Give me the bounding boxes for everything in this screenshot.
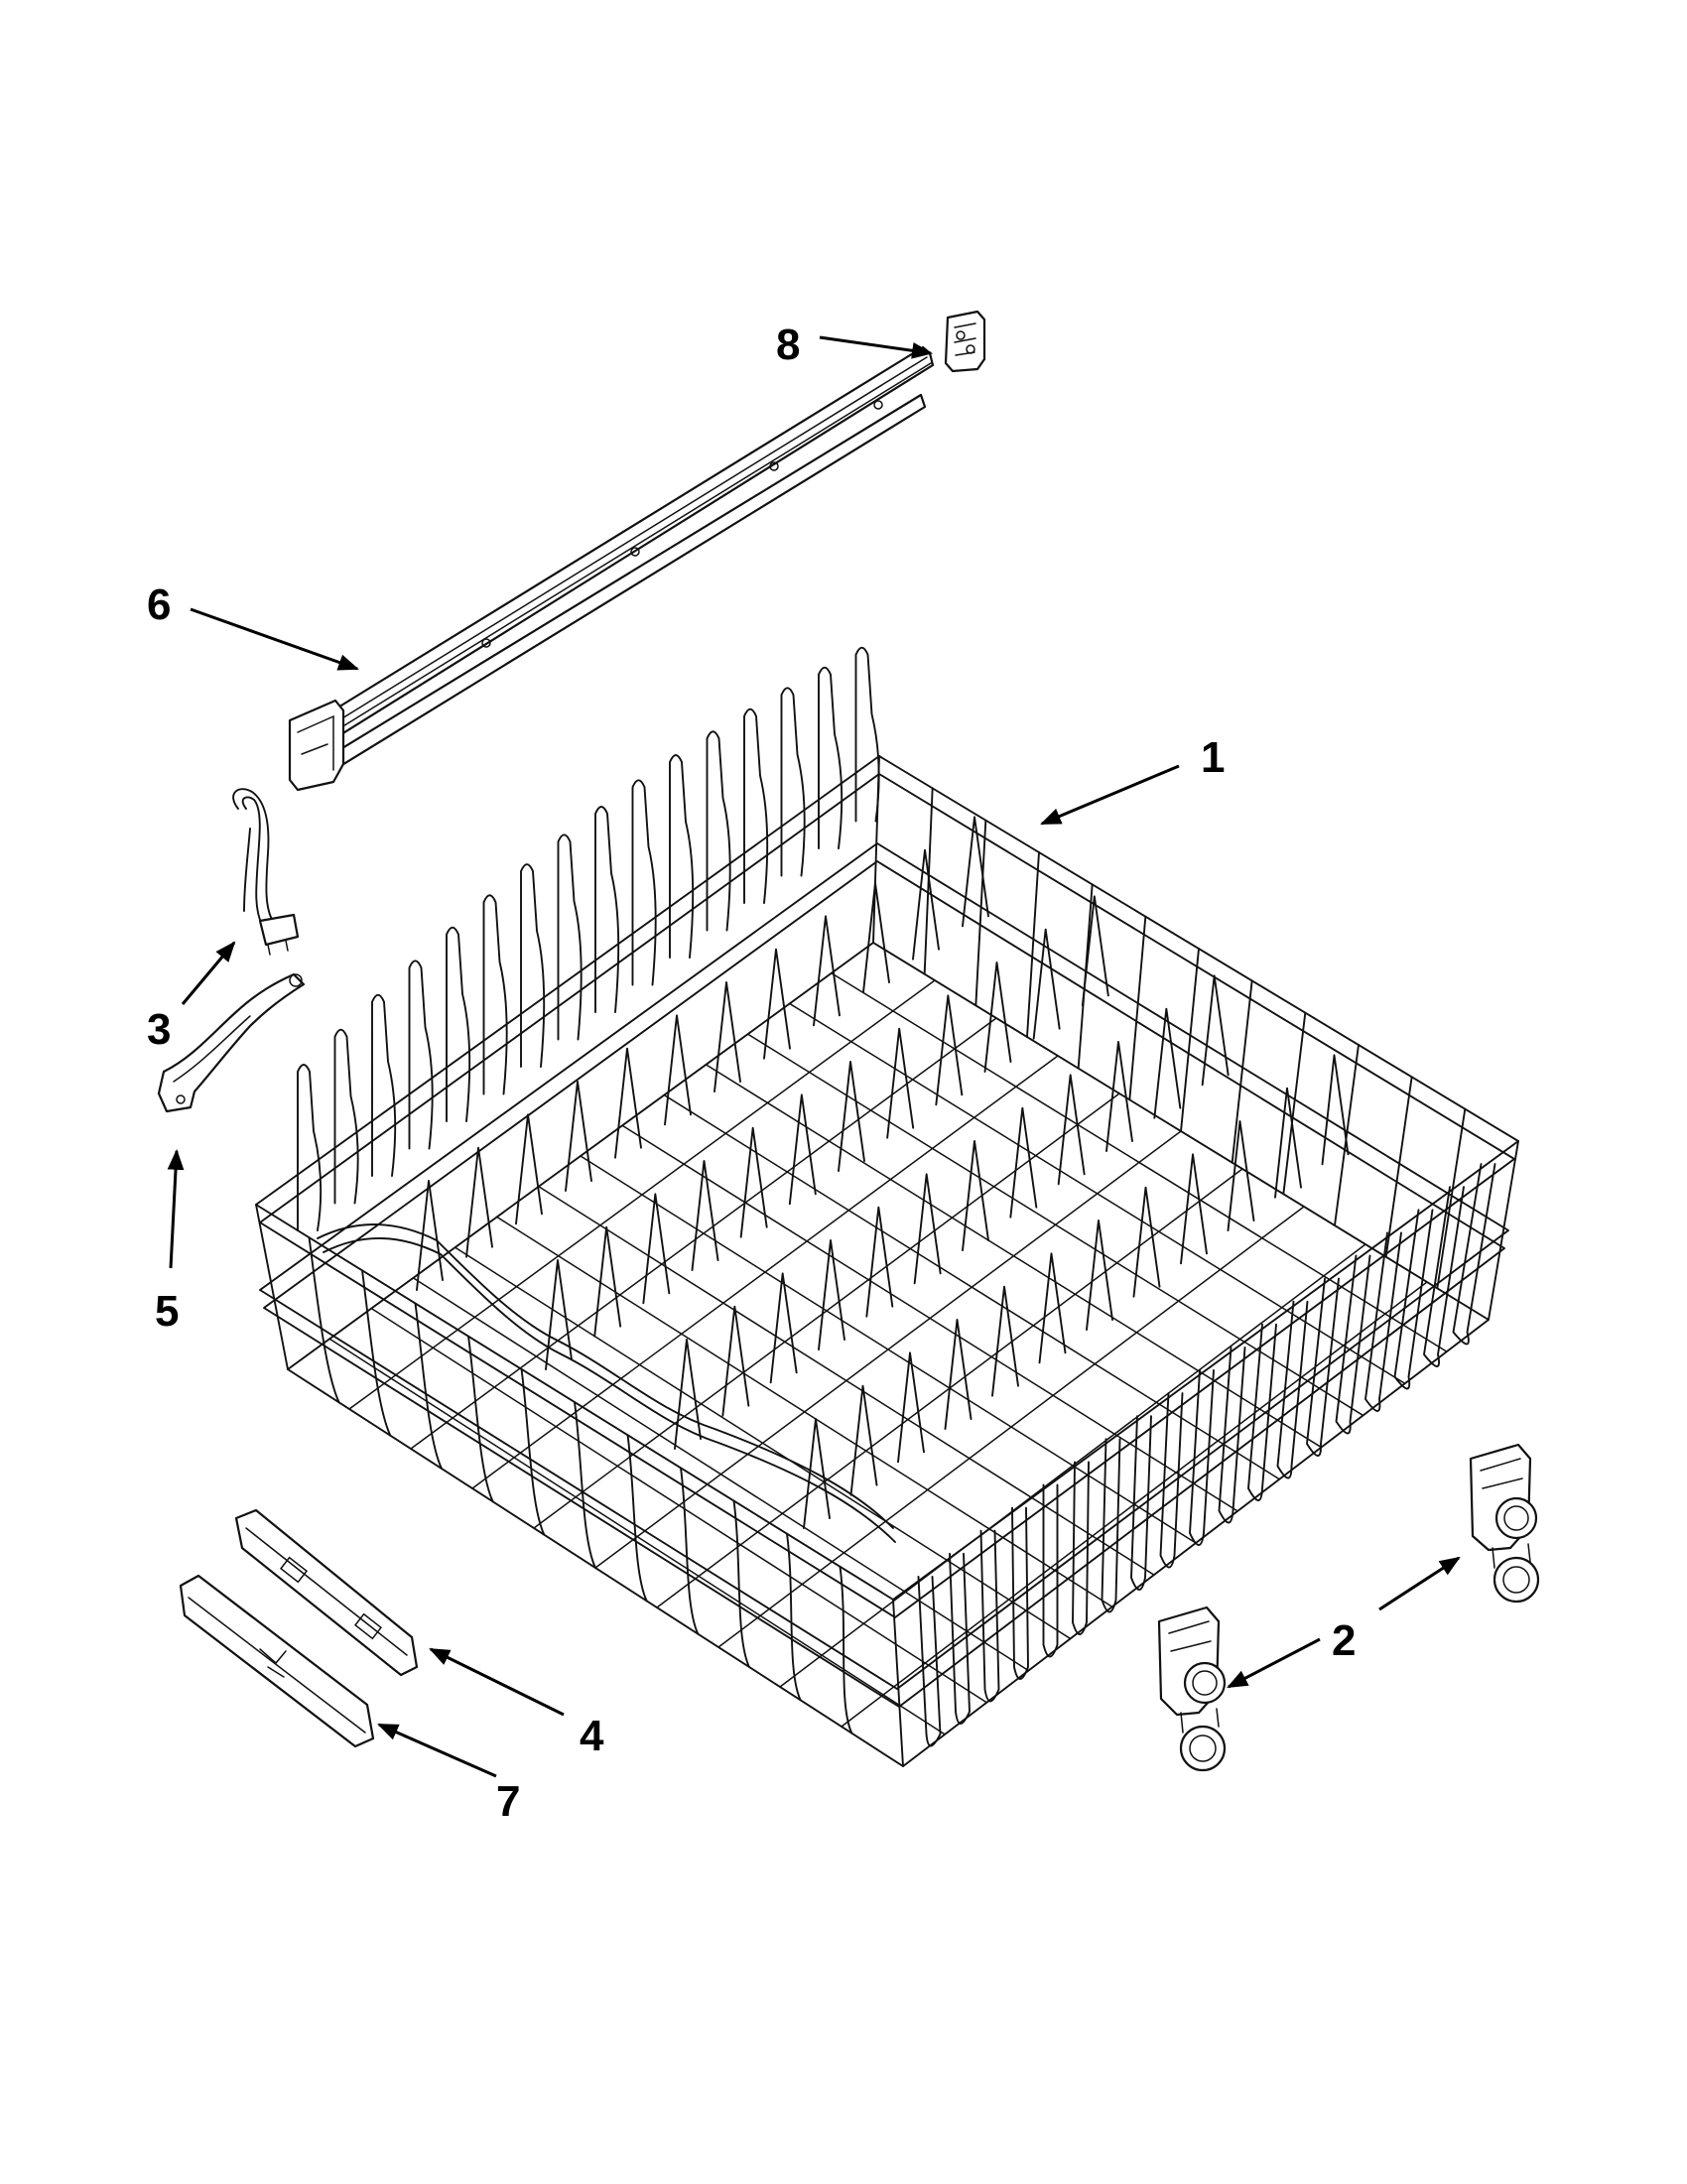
callout-1: 1 (1201, 733, 1225, 782)
leader-4 (429, 1647, 565, 1717)
leader-2a (1378, 1556, 1461, 1611)
callout-labels: 1 2 3 4 5 6 7 8 (147, 321, 1356, 1826)
callout-2: 2 (1332, 1616, 1356, 1665)
leader-3 (181, 941, 236, 1005)
rail-end-cap-part[interactable] (944, 310, 986, 373)
leader-7 (377, 1723, 497, 1778)
callout-6: 6 (147, 580, 171, 629)
callout-4: 4 (580, 1712, 604, 1760)
leader-lines (167, 335, 1461, 1778)
upper-dishrack-part[interactable] (255, 646, 1519, 1767)
rack-handle-cover-part[interactable] (179, 1574, 375, 1748)
leader-2b (1227, 1637, 1321, 1689)
rack-handle-base-part[interactable] (234, 1508, 419, 1677)
rack-adjuster-left-part[interactable] (1157, 1606, 1227, 1772)
callout-3: 3 (147, 1005, 171, 1054)
rack-slide-rail-part[interactable] (288, 345, 935, 792)
callout-8: 8 (776, 321, 800, 369)
callout-5: 5 (155, 1287, 179, 1336)
leader-8 (819, 335, 934, 359)
rack-lock-spring-part[interactable] (232, 788, 300, 956)
rack-adjuster-lever-part[interactable] (157, 972, 306, 1113)
leader-5 (167, 1148, 185, 1269)
leader-6 (190, 607, 359, 671)
leader-1 (1040, 764, 1180, 826)
callout-7: 7 (496, 1777, 520, 1826)
rack-adjuster-right-part[interactable] (1469, 1443, 1540, 1604)
